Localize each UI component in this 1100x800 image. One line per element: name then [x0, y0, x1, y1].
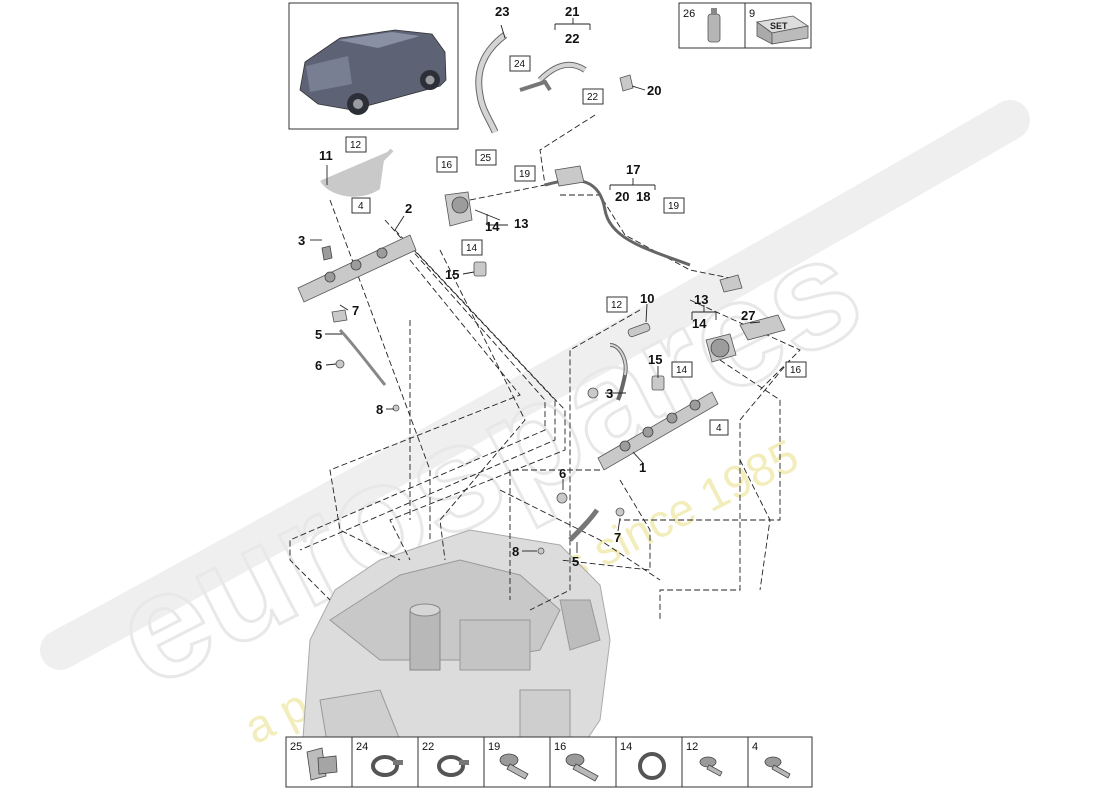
- ref-box-4-right: 4: [716, 423, 722, 434]
- bolt-icon: [764, 756, 791, 779]
- spray-can-icon: [707, 8, 721, 43]
- strip-number-12: 12: [686, 741, 698, 753]
- callout-21: 21: [565, 4, 579, 19]
- ref-box-12-left: 12: [350, 140, 362, 151]
- callout-2: 2: [405, 201, 412, 216]
- callout-20-group: 20: [615, 189, 629, 204]
- right-fuel-rail: [537, 322, 719, 555]
- callout-5-left: 5: [315, 327, 322, 342]
- leader-lines: [310, 18, 761, 553]
- callout-22: 22: [565, 31, 579, 46]
- part-number-9: 9: [749, 8, 755, 20]
- left-fuel-rail: [297, 148, 417, 412]
- callout-23: 23: [495, 4, 509, 19]
- fastener-strip: 25 24 22 19 16 14 12: [285, 736, 813, 788]
- callout-20: 20: [647, 83, 661, 98]
- ref-box-22: 22: [587, 92, 599, 103]
- upper-hoses: [475, 32, 691, 267]
- ref-box-14-left: 14: [466, 243, 478, 254]
- engine-block: [299, 529, 611, 781]
- callout-6-right: 6: [559, 466, 566, 481]
- callout-18: 18: [636, 189, 650, 204]
- callout-27: 27: [741, 308, 755, 323]
- callout-13-left: 13: [514, 216, 528, 231]
- set-box-icon: SET: [755, 15, 810, 45]
- callout-3-right: 3: [606, 386, 613, 401]
- bolt-icon: [699, 756, 723, 777]
- high-pressure-pump-left: [444, 191, 487, 277]
- callout-8-right: 8: [512, 544, 519, 559]
- strip-number-25: 25: [290, 741, 302, 753]
- ref-box-16-left: 16: [441, 160, 453, 171]
- callout-7-left: 7: [352, 303, 359, 318]
- o-ring-icon: [638, 752, 666, 780]
- top-right-parts-box: 26 9 SET: [678, 2, 812, 49]
- callout-15-left: 15: [445, 267, 459, 282]
- part-number-26: 26: [683, 8, 695, 20]
- callout-14-left: 14: [485, 219, 500, 234]
- ref-box-19-right: 19: [668, 201, 680, 212]
- callout-17: 17: [626, 162, 640, 177]
- callout-5-right: 5: [572, 554, 579, 569]
- ref-box-12-right: 12: [611, 300, 623, 311]
- ref-box-4-left: 4: [358, 201, 364, 212]
- strip-number-4: 4: [752, 741, 758, 753]
- high-pressure-pump-right: [705, 274, 786, 363]
- strip-number-24: 24: [356, 741, 368, 753]
- ref-box-25: 25: [480, 153, 492, 164]
- ref-box-24: 24: [514, 59, 526, 70]
- callout-6-left: 6: [315, 358, 322, 373]
- callout-labels: 1 2 3 3 5 5 6 6 7 7 8 8 10 11 13 13 14 1…: [298, 4, 755, 569]
- callout-13-right: 13: [694, 292, 708, 307]
- ref-box-19-left: 19: [519, 169, 531, 180]
- ref-box-14-right: 14: [676, 365, 688, 376]
- callout-1: 1: [639, 460, 646, 475]
- callout-3-left: 3: [298, 233, 305, 248]
- boxed-references: 4 4 12 12 14 14 16 16 19 19 22 24 25: [345, 55, 807, 436]
- strip-number-19: 19: [488, 741, 500, 753]
- strip-number-14: 14: [620, 741, 632, 753]
- spring-clip-icon: [371, 755, 403, 777]
- dashed-leaders: [289, 114, 801, 620]
- vehicle-thumbnail: [288, 2, 459, 130]
- set-text: SET: [770, 21, 788, 31]
- callout-7-right: 7: [614, 530, 621, 545]
- strip-number-16: 16: [554, 741, 566, 753]
- callout-10: 10: [640, 291, 654, 306]
- callout-8-left: 8: [376, 402, 383, 417]
- hose-clamp-icon: [306, 747, 338, 781]
- bolt-icon: [499, 753, 529, 780]
- spring-clip-icon: [437, 755, 469, 777]
- ref-box-16-right: 16: [790, 365, 802, 376]
- callout-15-right: 15: [648, 352, 662, 367]
- bolt-icon: [565, 753, 599, 782]
- callout-11: 11: [319, 148, 333, 163]
- callout-14-right: 14: [692, 316, 707, 331]
- strip-number-22: 22: [422, 741, 434, 753]
